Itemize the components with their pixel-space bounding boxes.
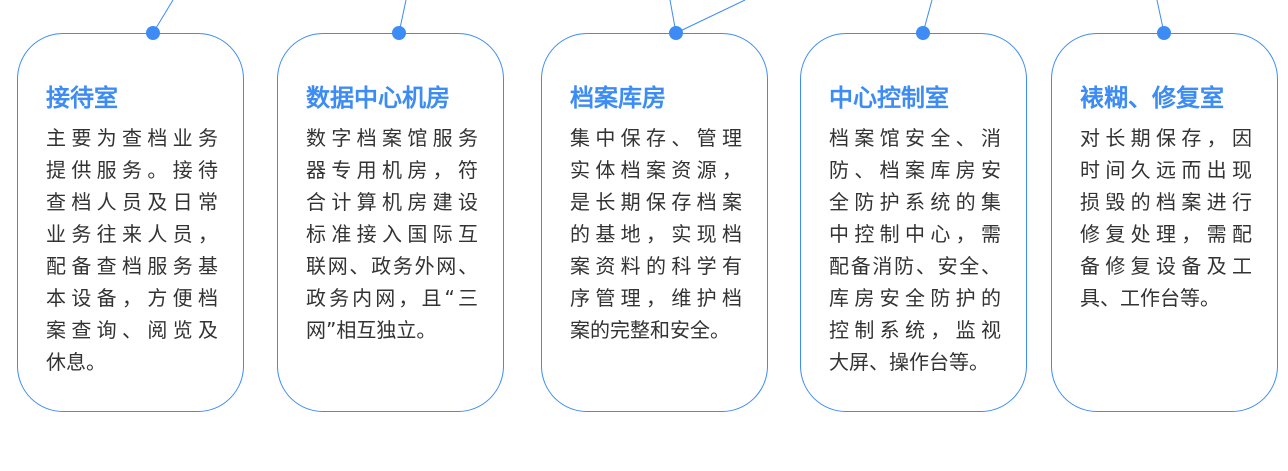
description-line: 主要为查档业务 bbox=[46, 126, 218, 150]
connector-line bbox=[398, 0, 407, 34]
room-card: 接待室主要为查档业务提供服务。接待查档人员及日常业务往来人员， 配备查档服务基本设… bbox=[17, 33, 244, 412]
description-line: 案查询、阅览及 bbox=[46, 318, 218, 342]
description-line: 修复处理，需配 bbox=[1080, 222, 1252, 246]
description-line: 网”相互独立。 bbox=[306, 318, 437, 342]
description-line: 档案馆安全、消 bbox=[829, 126, 1001, 150]
description-line: 的基地，实现档 bbox=[570, 222, 742, 246]
room-description: 集中保存、管理实体档案资源， 是长期保存档案的基地，实现档案资料的科学有序管理，维… bbox=[570, 122, 742, 346]
description-line: 是长期保存档案 bbox=[570, 190, 742, 214]
connector-line bbox=[675, 0, 746, 34]
description-line: 标准接入国际互 bbox=[306, 222, 478, 246]
room-description: 数字档案馆服务器专用机房，符合计算机房建设标准接入国际互联网、政务外网、政务内网… bbox=[306, 122, 478, 346]
description-line: 全防护系统的集 bbox=[829, 190, 1001, 214]
description-line: 案资料的科学有 bbox=[570, 254, 742, 278]
description-line: 集中保存、管理 bbox=[570, 126, 742, 150]
description-line: 控制系统，监视 bbox=[829, 318, 1001, 342]
description-line: 中控制中心，需 bbox=[829, 222, 1001, 246]
description-line: 休息。 bbox=[46, 350, 106, 374]
room-title: 接待室 bbox=[46, 84, 118, 112]
connector-line bbox=[922, 0, 933, 34]
description-line: 配备消防、安全、 bbox=[829, 254, 1001, 278]
description-line: 库房安全防护的 bbox=[829, 286, 1001, 310]
description-line: 数字档案馆服务 bbox=[306, 126, 478, 150]
connector-line bbox=[152, 0, 174, 34]
connector-line bbox=[669, 0, 677, 34]
description-line: 本设备，方便档 bbox=[46, 286, 218, 310]
description-line: 政务内网，且“三 bbox=[306, 286, 478, 310]
room-title: 裱糊、修复室 bbox=[1080, 84, 1224, 112]
description-line: 合计算机房建设 bbox=[306, 190, 478, 214]
description-line: 提供服务。接待 bbox=[46, 158, 218, 182]
description-line: 对长期保存，因 bbox=[1080, 126, 1252, 150]
description-line: 防、档案库房安 bbox=[829, 158, 1001, 182]
room-description: 档案馆安全、消防、档案库房安全防护系统的集中控制中心，需配备消防、安全、库房安全… bbox=[829, 122, 1001, 378]
description-line: 时间久远而出现 bbox=[1080, 158, 1252, 182]
connector-line bbox=[1156, 0, 1165, 34]
description-line: 具、工作台等。 bbox=[1080, 286, 1220, 310]
description-line: 业务往来人员， bbox=[46, 222, 218, 246]
description-line: 器专用机房，符 bbox=[306, 158, 478, 182]
description-line: 实体档案资源， bbox=[570, 158, 742, 182]
description-line: 联网、政务外网、 bbox=[306, 254, 478, 278]
room-card: 数据中心机房数字档案馆服务器专用机房，符合计算机房建设标准接入国际互联网、政务外… bbox=[277, 33, 504, 412]
description-line: 损毁的档案进行 bbox=[1080, 190, 1252, 214]
room-card: 档案库房集中保存、管理实体档案资源， 是长期保存档案的基地，实现档案资料的科学有序… bbox=[541, 33, 768, 412]
description-line: 查档人员及日常 bbox=[46, 190, 218, 214]
description-line: 配备查档服务基 bbox=[46, 254, 218, 278]
room-description: 主要为查档业务提供服务。接待查档人员及日常业务往来人员， 配备查档服务基本设备，方… bbox=[46, 122, 218, 378]
room-card: 中心控制室档案馆安全、消防、档案库房安全防护系统的集中控制中心，需配备消防、安全… bbox=[800, 33, 1027, 412]
description-line: 序管理，维护档 bbox=[570, 286, 742, 310]
description-line: 备修复设备及工 bbox=[1080, 254, 1252, 278]
description-line: 案的完整和安全。 bbox=[570, 318, 730, 342]
room-title: 中心控制室 bbox=[829, 84, 949, 112]
room-title: 数据中心机房 bbox=[306, 84, 450, 112]
room-description: 对长期保存，因时间久远而出现损毁的档案进行修复处理，需配备修复设备及工具、工作台… bbox=[1080, 122, 1252, 314]
room-title: 档案库房 bbox=[570, 84, 666, 112]
room-card: 裱糊、修复室对长期保存，因时间久远而出现损毁的档案进行修复处理，需配备修复设备及… bbox=[1051, 33, 1278, 412]
description-line: 大屏、操作台等。 bbox=[829, 350, 989, 374]
